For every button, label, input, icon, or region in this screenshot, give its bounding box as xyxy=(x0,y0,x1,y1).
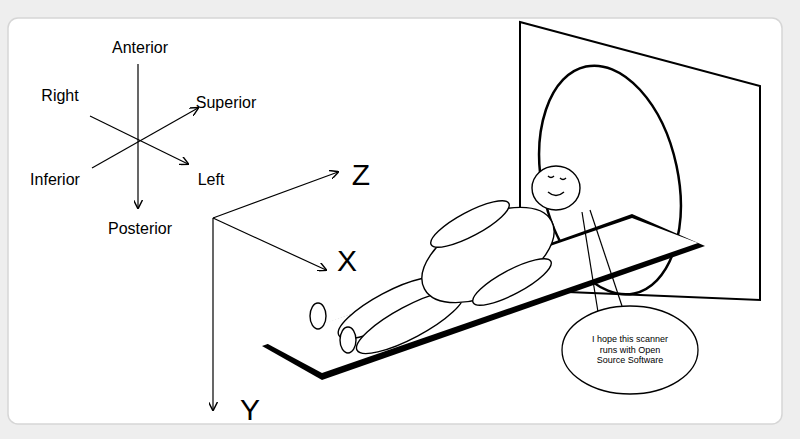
axis-label: X xyxy=(337,246,357,276)
direction-label: Inferior xyxy=(30,172,80,188)
axis-label: Y xyxy=(240,395,260,425)
direction-label: Anterior xyxy=(112,40,168,56)
person xyxy=(310,166,580,364)
axis-label: Z xyxy=(352,160,370,190)
bubble-ellipse xyxy=(562,306,698,394)
bubble-pointer xyxy=(582,210,622,312)
speech-bubble: I hope this scanner runs with Open Sourc… xyxy=(561,305,699,395)
card xyxy=(8,18,782,424)
direction-label: Right xyxy=(41,88,78,104)
bubble-text: I hope this scanner runs with Open Sourc… xyxy=(586,334,674,366)
orientation-cross xyxy=(90,64,198,208)
direction-label: Posterior xyxy=(108,221,172,237)
direction-label: Left xyxy=(198,172,225,188)
direction-label: Superior xyxy=(196,95,256,111)
